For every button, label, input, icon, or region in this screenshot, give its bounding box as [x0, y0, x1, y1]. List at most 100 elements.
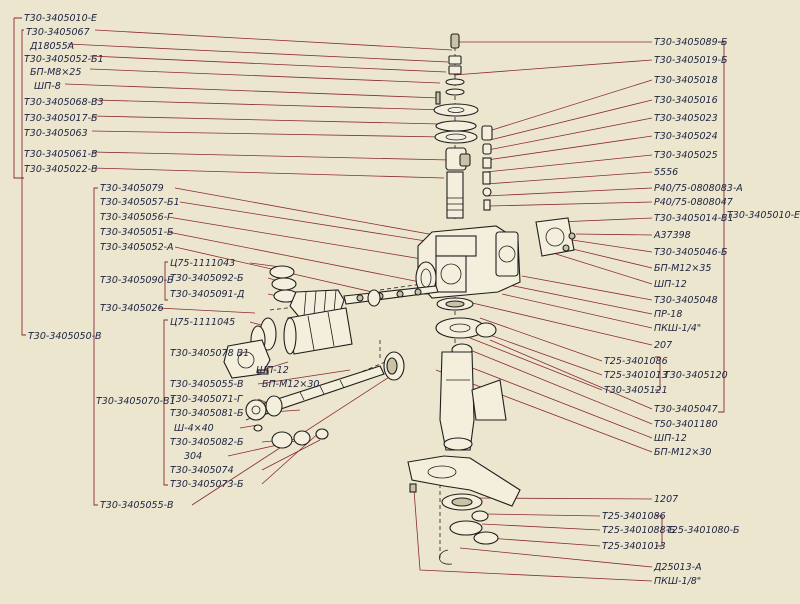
label-r08: 5556	[654, 167, 678, 178]
label-l25: ШП-12	[256, 365, 289, 376]
part-cylinder	[283, 307, 353, 355]
label-l24: Т30-3405078 В1	[170, 348, 249, 359]
label-l01: Т30-3405010-Е	[24, 13, 97, 24]
label-l28: Т30-3405071-Г	[170, 394, 243, 405]
bracket-right-mid	[655, 356, 661, 391]
label-l30: Т30-3405081-Б	[170, 408, 244, 419]
label-r26: Т50-3401180	[654, 419, 718, 430]
label-l15: Т30-3405051-Б	[100, 227, 174, 238]
label-r01: Т30-3405089-Б	[654, 37, 728, 48]
label-r02: Т30-3405019-Б	[654, 55, 728, 66]
bracket-left-inner	[163, 319, 168, 486]
label-r18: ПР-18	[654, 309, 682, 320]
bracket-right-low	[656, 515, 663, 547]
bracket-left-lower	[93, 187, 98, 506]
label-r35: ПКШ-1/8"	[654, 576, 701, 587]
part-seal-rings	[269, 265, 299, 303]
label-l23: Ц75-1111045	[170, 317, 235, 328]
part-steering-column	[439, 351, 507, 451]
label-l17: Ц75-1111043	[170, 258, 235, 269]
labels-right: Т30-3405089-Б Т30-3405019-Б Т30-3405018 …	[602, 37, 800, 587]
part-lower-shaft-disc	[245, 395, 283, 421]
part-top-nuts	[445, 55, 465, 96]
label-l06: ШП-8	[34, 81, 61, 92]
label-l31: Ш-4×40	[174, 423, 214, 434]
label-r05: Т30-3405023	[654, 113, 718, 124]
label-r15: БП-М12×35	[654, 263, 711, 274]
label-l35: Т30-3405073-Б	[170, 479, 244, 490]
label-l08: Т30-3405017-Б	[24, 113, 98, 124]
label-r23: Т30-3405121	[604, 385, 668, 396]
label-r17: Т30-3405048	[654, 295, 718, 306]
labels-left: Т30-3405010-Е Т30-3405067 Д18055А Т30-34…	[24, 13, 319, 511]
label-l12: Т30-3405079	[100, 183, 164, 194]
label-l32: Т30-3405082-Б	[170, 437, 244, 448]
label-r11: Т30-3405014-В1	[654, 213, 734, 224]
label-r12: Т30-3405010-Е	[727, 210, 800, 221]
part-top-pin	[450, 33, 460, 49]
label-l03: Д18055А	[29, 41, 74, 52]
label-r30: Т25-3401086	[602, 511, 666, 522]
label-l27: БП-М12×30	[262, 379, 319, 390]
label-r32: Т25-3401080-Б	[666, 525, 740, 536]
label-r06: Т30-3405024	[654, 131, 718, 142]
label-r19: ПКШ-1/4"	[654, 323, 701, 334]
label-r33: Т25-3401013	[602, 541, 666, 552]
part-bearing-upper	[436, 297, 474, 311]
part-column-base	[407, 455, 521, 507]
leaders-right	[413, 41, 653, 582]
part-bolt-small	[435, 91, 441, 105]
bracket-left-sub	[164, 261, 168, 301]
label-r25: Т30-3405047	[654, 404, 718, 415]
label-r07: Т30-3405025	[654, 150, 718, 161]
label-l19: Т30-3405092-Б	[170, 273, 244, 284]
part-lower-washers	[253, 424, 329, 449]
part-bushing	[445, 147, 471, 171]
label-l26: Т30-3405055-В	[170, 379, 244, 390]
bracket-left-top	[13, 17, 24, 179]
label-l29: Т30-3405070-В1	[96, 396, 176, 407]
label-l36: Т30-3405055-В	[100, 500, 174, 511]
label-l18: Т30-3405090-Б	[100, 275, 174, 286]
label-r20: 207	[654, 340, 672, 351]
bracket-right-main	[718, 41, 725, 413]
label-l10: Т30-3405061-В	[24, 149, 98, 160]
part-side-cover	[535, 217, 576, 257]
label-l11: Т30-3405022-В	[24, 164, 98, 175]
label-r22: Т25-3401013	[604, 370, 668, 381]
part-end-cap-bolt	[257, 369, 269, 375]
label-r04: Т30-3405016	[654, 95, 718, 106]
part-small-ring	[367, 289, 381, 307]
label-l14: Т30-3405056-Г	[100, 212, 173, 223]
part-end-cup	[383, 351, 405, 381]
label-l20: Т30-3405091-Д	[170, 289, 244, 300]
label-r29: 1207	[654, 494, 678, 505]
leaders-left	[64, 29, 453, 506]
part-grease-nipple	[409, 483, 417, 493]
label-l02: Т30-3405067	[26, 27, 90, 38]
label-r28: БП-М12×30	[654, 447, 711, 458]
label-r03: Т30-3405018	[654, 75, 718, 86]
part-flange-cover	[433, 103, 479, 117]
label-r31: Т25-3401088-Б	[602, 525, 676, 536]
label-l34: Т30-3405074	[170, 465, 234, 476]
bracket-left-main	[21, 29, 26, 336]
label-r27: ШП-12	[654, 433, 687, 444]
label-l33: 304	[184, 451, 202, 462]
label-r10: Р40/75-0808047	[654, 197, 733, 208]
label-l09: Т30-3405063	[24, 128, 88, 139]
part-gear-housing	[417, 225, 521, 299]
label-l22: Т30-3405050-В	[28, 331, 102, 342]
label-r16: ШП-12	[654, 279, 687, 290]
label-l13: Т30-3405057-Б1	[100, 197, 180, 208]
part-bottom-bearings	[439, 493, 499, 565]
part-column-flange	[435, 317, 497, 357]
label-r24: Т30-3405120	[664, 370, 728, 381]
label-l05: БП-М8×25	[30, 67, 81, 78]
label-r14: Т30-3405046-Б	[654, 247, 728, 258]
part-sector-shaft	[446, 171, 464, 219]
part-worm-shaft	[343, 285, 439, 305]
label-r09: Р40/75-0808083-А	[654, 183, 743, 194]
part-gasket	[434, 120, 478, 144]
